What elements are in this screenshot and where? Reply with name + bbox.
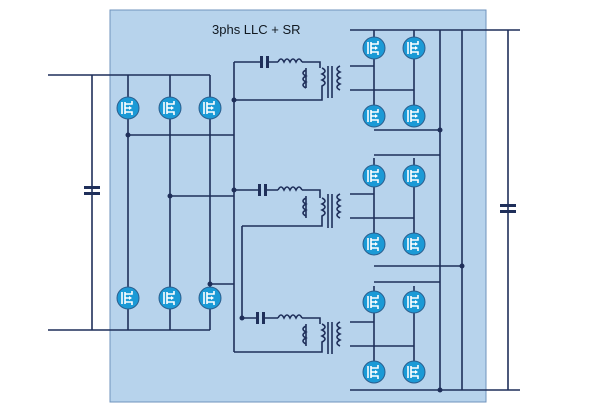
- output-capacitor: [500, 204, 516, 213]
- sr-mosfet-3: [362, 104, 386, 128]
- sr-mosfet-4: [402, 104, 426, 128]
- diagram-title: 3phs LLC + SR: [212, 22, 301, 37]
- primary-mosfet-6: [198, 286, 222, 310]
- primary-mosfet-5: [158, 286, 182, 310]
- sr-mosfet-7: [362, 232, 386, 256]
- sr-mosfet-10: [402, 290, 426, 314]
- llc-bus: [233, 62, 243, 352]
- sr-mosfet-12: [402, 360, 426, 384]
- llc-phase-3: [234, 312, 342, 354]
- sr-mosfet-11: [362, 360, 386, 384]
- sr-mosfet-2: [402, 36, 426, 60]
- sr-mosfet-9: [362, 290, 386, 314]
- sr-mosfet-8: [402, 232, 426, 256]
- primary-mosfet-4: [116, 286, 140, 310]
- sr-mosfet-6: [402, 164, 426, 188]
- llc-phase-2: [231, 184, 342, 228]
- primary-mosfet-2: [158, 96, 182, 120]
- sr-mosfet-1: [362, 36, 386, 60]
- llc-phase-1: [231, 56, 342, 103]
- secondary-wiring: [350, 29, 520, 393]
- converter-panel: [109, 9, 487, 403]
- sr-mosfet-5: [362, 164, 386, 188]
- input-capacitor: [84, 186, 100, 195]
- primary-mosfet-3: [198, 96, 222, 120]
- primary-mosfet-1: [116, 96, 140, 120]
